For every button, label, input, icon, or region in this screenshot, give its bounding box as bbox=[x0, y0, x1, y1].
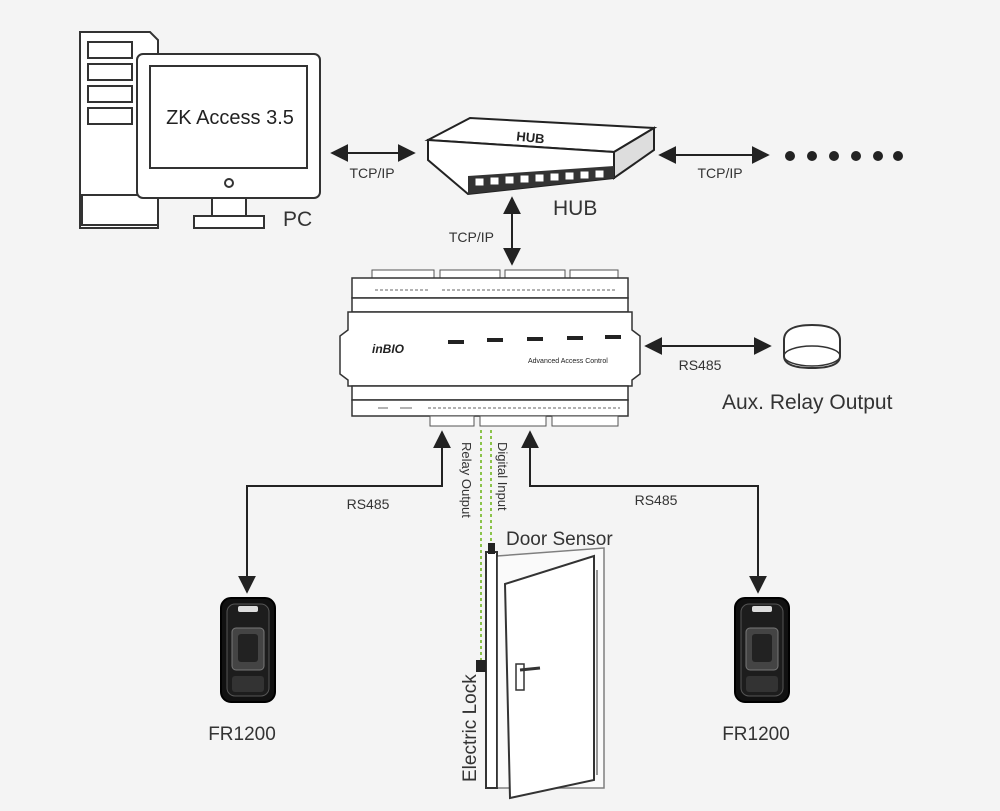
link-controller-aux: RS485 bbox=[644, 337, 772, 373]
link-controller-reader-left: RS485 bbox=[238, 430, 451, 594]
door-sensor bbox=[488, 543, 495, 554]
link-reader-left-label: RS485 bbox=[347, 496, 390, 512]
link-hub-controller: TCP/IP bbox=[449, 196, 521, 266]
pc-label: PC bbox=[283, 208, 312, 231]
hub-switch: HUB HUB bbox=[424, 116, 658, 220]
link-reader-right-label: RS485 bbox=[635, 492, 678, 508]
link-hub-controller-label: TCP/IP bbox=[449, 229, 494, 245]
fingerprint-reader-left: FR1200 bbox=[208, 597, 276, 745]
hub-label: HUB bbox=[553, 197, 597, 220]
hub-case-text: HUB bbox=[516, 129, 546, 147]
link-controller-reader-right: RS485 bbox=[521, 430, 767, 594]
reader-left-label: FR1200 bbox=[208, 724, 276, 745]
electric-lock-label: Electric Lock bbox=[460, 674, 481, 782]
relay-output-label: Relay Output bbox=[459, 442, 474, 518]
aux-relay-label: Aux. Relay Output bbox=[722, 391, 893, 414]
pc-monitor: ZK Access 3.5 bbox=[136, 53, 321, 229]
door: Door Sensor Electric Lock bbox=[460, 529, 613, 800]
pc-screen-text: ZK Access 3.5 bbox=[166, 107, 294, 129]
link-pc-hub-label: TCP/IP bbox=[349, 165, 394, 181]
relay-digital-lines: Relay Output Digital Input bbox=[459, 430, 510, 666]
reader-right-label: FR1200 bbox=[722, 724, 790, 745]
access-controller: inBIO Advanced Access Control bbox=[339, 269, 641, 427]
more-devices-ellipsis bbox=[785, 151, 903, 161]
aux-relay-device: Aux. Relay Output bbox=[722, 323, 893, 414]
controller-logo: inBIO bbox=[372, 342, 405, 356]
link-hub-more: TCP/IP bbox=[658, 146, 903, 181]
link-hub-more-label: TCP/IP bbox=[697, 165, 742, 181]
link-pc-hub: TCP/IP bbox=[330, 144, 416, 181]
controller-caption: Advanced Access Control bbox=[528, 358, 608, 365]
pc-computer: ZK Access 3.5 PC bbox=[79, 31, 321, 231]
digital-input-label: Digital Input bbox=[495, 442, 510, 511]
link-controller-aux-label: RS485 bbox=[679, 357, 722, 373]
electric-lock bbox=[476, 660, 486, 672]
fingerprint-reader-right: FR1200 bbox=[722, 597, 790, 745]
door-sensor-label: Door Sensor bbox=[506, 529, 613, 550]
